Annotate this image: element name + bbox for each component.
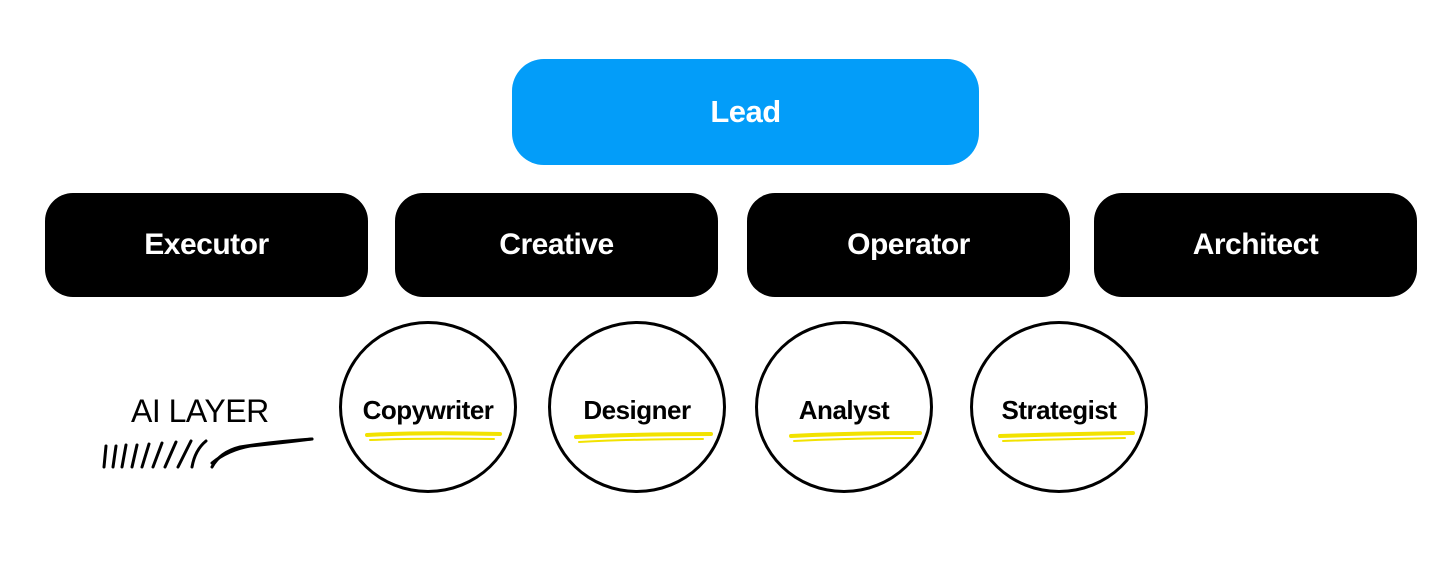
role-label: Creative — [499, 228, 614, 261]
agent-circle-analyst: Analyst — [755, 321, 933, 493]
lead-label: Lead — [710, 94, 781, 129]
role-box-executor: Executor — [45, 193, 368, 297]
highlight-underline — [574, 432, 713, 443]
highlight-underline — [998, 431, 1135, 442]
agent-label: Copywriter — [362, 395, 494, 425]
role-label: Operator — [847, 228, 970, 261]
ai-layer-hatch-icon — [102, 437, 314, 469]
agent-label: Analyst — [798, 395, 890, 425]
lead-box: Lead — [512, 59, 979, 165]
role-box-operator: Operator — [747, 193, 1070, 297]
agent-label: Strategist — [1001, 395, 1117, 425]
role-label: Executor — [144, 228, 269, 261]
role-box-architect: Architect — [1094, 193, 1417, 297]
agent-label: Designer — [583, 395, 691, 425]
highlight-underline — [789, 431, 922, 442]
agent-circle-copywriter: Copywriter — [339, 321, 517, 493]
highlight-underline — [365, 431, 502, 441]
ai-layer-label: AI LAYER — [131, 393, 269, 429]
role-box-creative: Creative — [395, 193, 718, 297]
role-label: Architect — [1192, 228, 1319, 261]
agent-circle-designer: Designer — [548, 321, 726, 493]
agent-circle-strategist: Strategist — [970, 321, 1148, 493]
